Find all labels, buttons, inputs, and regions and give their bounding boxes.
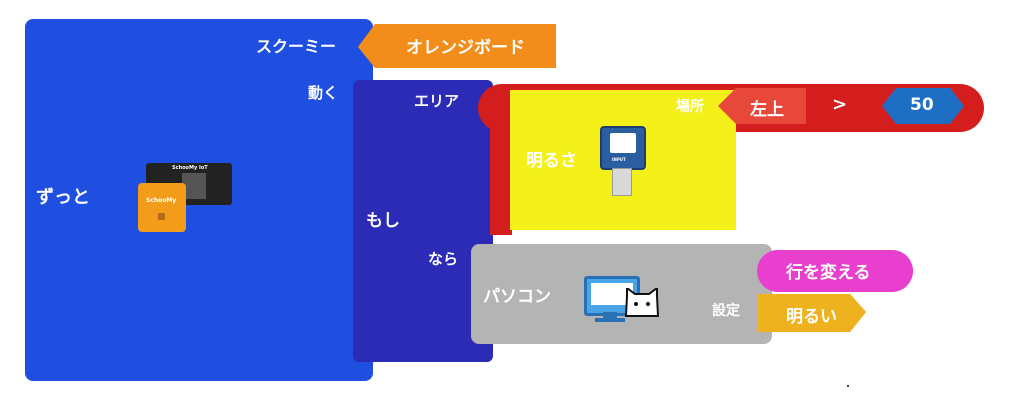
sensor-tag: INPUT <box>612 157 626 162</box>
setting-label: 設定 <box>712 303 740 319</box>
brightness-label: 明るさ <box>526 151 577 171</box>
place-value-overlay <box>718 88 806 124</box>
sensor-pin-icon <box>612 168 632 196</box>
forever-label: ずっと <box>36 187 90 208</box>
monitor-base-icon <box>595 318 625 322</box>
light-sensor-icon: INPUT <box>600 126 646 170</box>
if-label: もし <box>366 211 400 231</box>
schoomy-board-icon: SchooMy <box>138 183 186 232</box>
sensor-face <box>610 133 636 153</box>
action-value[interactable]: 行を変える <box>786 263 871 283</box>
stray-dot <box>847 385 849 387</box>
scoomy-label: スクーミー <box>256 37 337 56</box>
schoomy-board-name: SchooMy <box>146 197 177 204</box>
move-label: 動く <box>308 84 339 102</box>
operator-value[interactable]: > <box>832 94 848 115</box>
then-label: なら <box>428 250 459 268</box>
place-value[interactable]: 左上 <box>750 100 784 120</box>
setting-value[interactable]: 明るい <box>786 307 837 327</box>
area-label: エリア <box>414 92 460 110</box>
board-chip-icon <box>182 173 206 199</box>
place-label: 場所 <box>676 99 704 115</box>
area-block-stem <box>490 115 512 235</box>
setting-value-overlay <box>757 294 866 332</box>
threshold-overlay <box>882 88 964 124</box>
move-block[interactable] <box>353 80 493 362</box>
monitor-screen <box>591 283 633 305</box>
board-pad-icon <box>158 213 165 220</box>
scoomy-value-overlay <box>358 24 556 68</box>
scoomy-value[interactable]: オレンジボード <box>406 38 525 58</box>
monitor-stand-icon <box>603 312 617 318</box>
cat-icon <box>624 288 660 317</box>
threshold-value[interactable]: 50 <box>910 95 934 115</box>
pc-label: パソコン <box>483 287 551 307</box>
iot-board-name: SchooMy IoT <box>172 165 208 171</box>
action-overlay <box>757 250 913 292</box>
